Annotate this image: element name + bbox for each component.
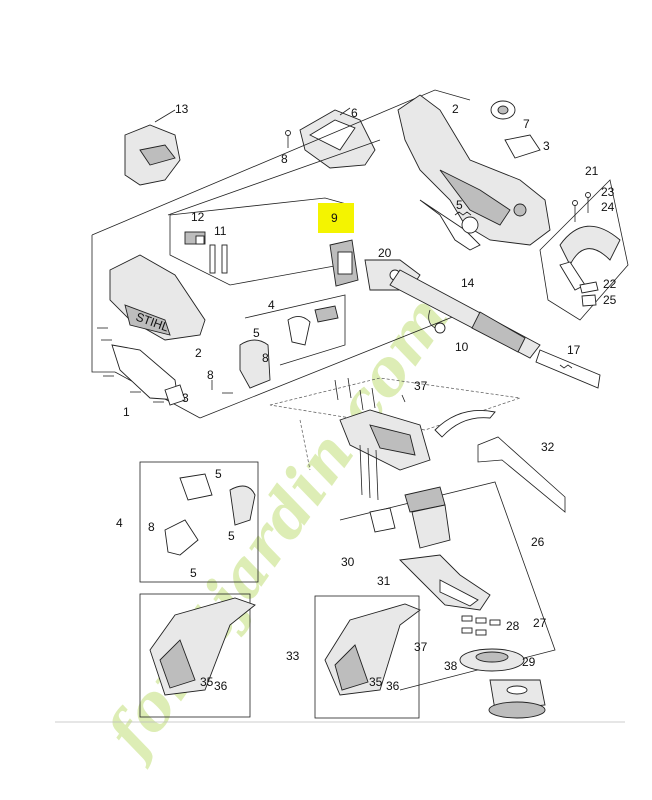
label-35-left: 35 [200,675,214,689]
label-20: 20 [378,246,392,260]
part-24-screw [572,200,578,222]
label-21: 21 [585,164,599,178]
label-31: 31 [377,574,391,588]
highlight-9 [318,203,354,233]
label-2-top: 2 [452,102,459,116]
subframe-4-upper [244,294,346,366]
screws-left [97,327,233,403]
part-mowing-head [488,679,546,719]
part-28-pins [461,615,501,636]
part-25-clip [581,294,597,307]
part-21-guard [559,225,621,291]
label-36-left: 36 [214,679,228,693]
label-23: 23 [601,185,615,199]
part-23-screw [585,192,591,213]
part-6-cover [299,107,376,169]
part-8-screw-top [285,130,291,148]
label-29: 29 [522,655,536,669]
part-4-switch-lower [164,473,256,556]
label-1: 1 [123,405,130,419]
label-37-lower: 37 [414,640,428,654]
label-30: 30 [341,555,355,569]
label-36-right: 36 [386,679,400,693]
label-35-right: 35 [369,675,383,689]
label-24: 24 [601,200,615,214]
label-25: 25 [603,293,617,307]
part-2-housing-left: STIHL [109,254,206,341]
label-37-top: 37 [414,379,428,393]
label-8-mid: 8 [207,368,214,382]
label-13: 13 [175,102,189,116]
part-32-loop-handle [477,436,566,513]
subframe-4-lower [139,461,259,583]
label-3-left: 3 [182,391,189,405]
label-17: 17 [567,343,581,357]
part-30-bracket [369,507,396,533]
part-38-disc [459,648,525,672]
part-12-contact [184,231,206,245]
part-5-spring-top [454,211,472,216]
inner-frame-9-11-12 [169,197,351,286]
part-14-shaft [389,269,541,359]
part-13-cover [124,109,181,186]
label-10: 10 [455,340,469,354]
part-21-group-frame [539,179,629,321]
label-38: 38 [444,659,458,673]
label-5-mid: 5 [253,326,260,340]
label-28: 28 [506,619,520,633]
part-9-electronics [329,239,359,287]
label-5-top: 5 [456,198,463,212]
label-3-top: 3 [543,139,550,153]
label-6: 6 [351,106,358,120]
label-33: 33 [286,649,300,663]
label-8-top: 8 [281,152,288,166]
label-8-sub: 8 [262,351,269,365]
label-27: 27 [533,616,547,630]
subframe-deflector-left [139,593,256,718]
part-7-wheel [490,100,516,120]
part-2-housing-upper [397,94,551,251]
label-11: 11 [214,224,227,238]
part-3-lever-left [164,384,186,406]
part-22-clip [579,281,599,294]
part-11-terminals [209,244,228,274]
label-26: 26 [531,535,545,549]
label-2-left: 2 [195,346,202,360]
label-12: 12 [191,210,205,224]
label-4-left: 4 [116,516,123,530]
label-9: 9 [331,211,338,225]
part-gearhead [399,486,491,611]
label-8-lower: 8 [148,520,155,534]
part-3-lever-top [504,134,541,159]
label-14: 14 [461,276,475,290]
subframe-33 [314,595,421,719]
label-4-top: 4 [268,298,275,312]
label-7: 7 [523,117,530,131]
label-5-lower-b: 5 [228,529,235,543]
label-5-lower-c: 5 [190,566,197,580]
part-37-screws [334,377,406,411]
label-22: 22 [603,277,617,291]
part-handle-lower [339,409,496,501]
part-4-switch [239,305,339,389]
label-32: 32 [541,440,555,454]
part-10-cable [428,309,446,334]
label-5-lower-a: 5 [215,467,222,481]
part-17-shaft-end [535,349,601,389]
